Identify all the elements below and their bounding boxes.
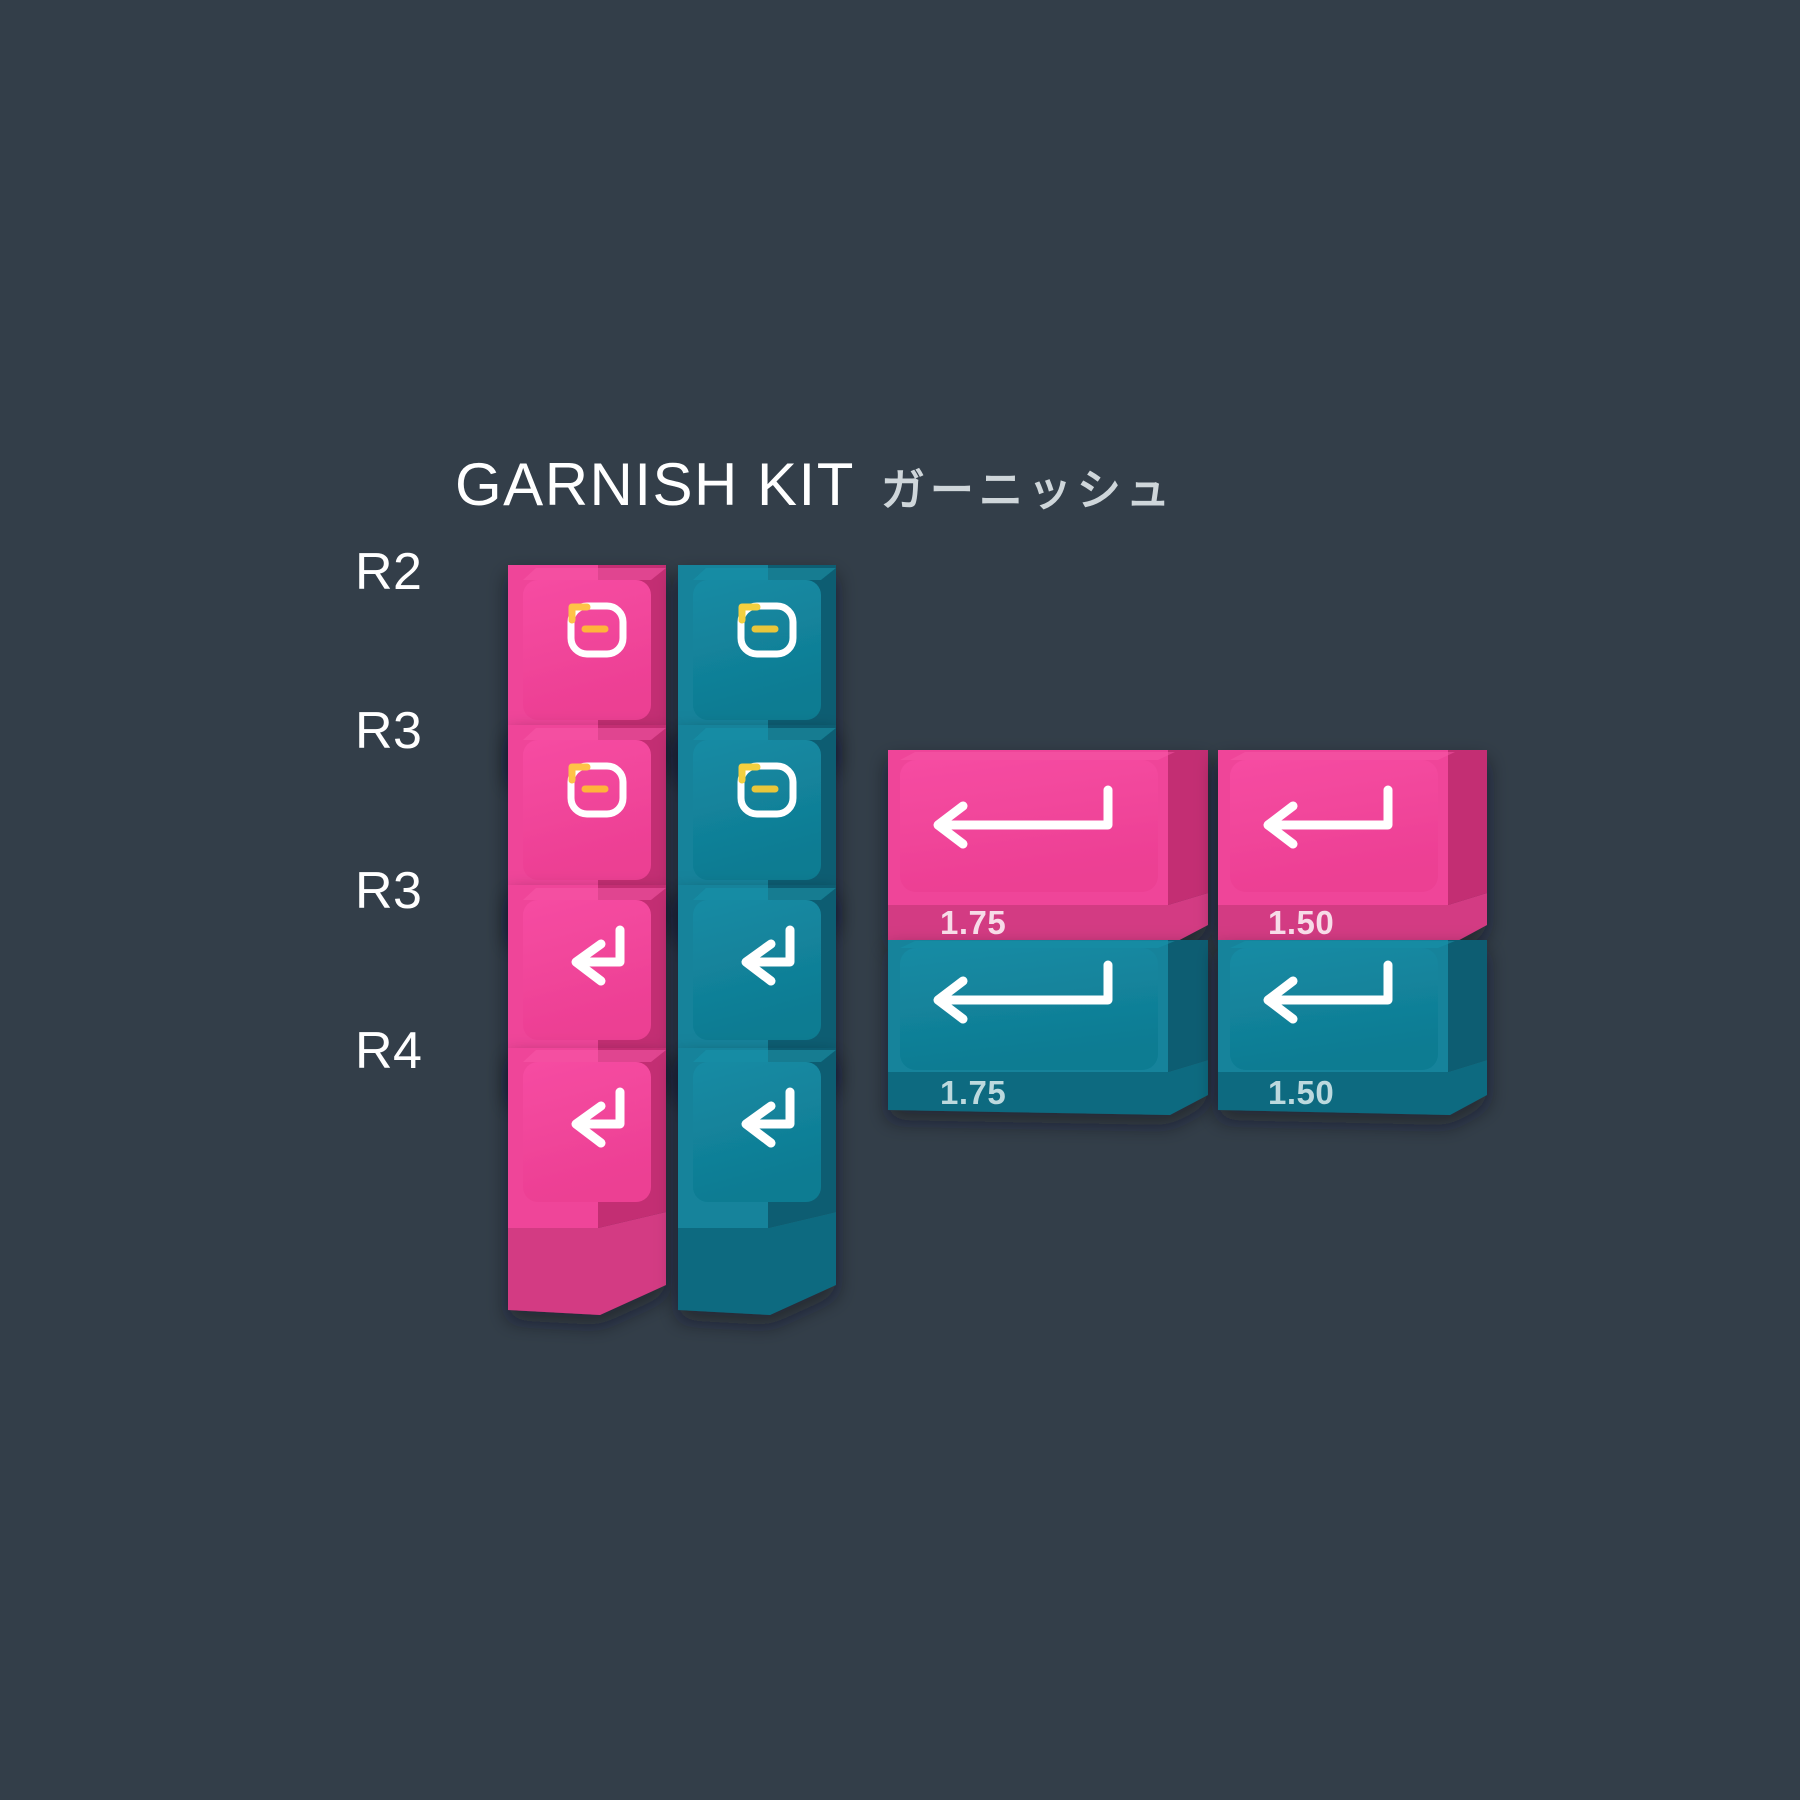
row-label-r3-lower: R3 <box>355 862 423 920</box>
iso-enter-icon-r3-pink <box>567 762 627 818</box>
iso-enter-icon-r2-pink <box>567 602 627 658</box>
keycap-r3-teal-150u[interactable] <box>1218 940 1487 1115</box>
keycap-r3-teal-175u[interactable] <box>888 940 1208 1115</box>
keycap-r3-pink-175u[interactable] <box>888 750 1208 945</box>
enter-arrow-icon-r3-teal-175 <box>933 960 1113 1024</box>
page-title: GARNISH KIT ガーニッシュ <box>455 455 1175 515</box>
enter-arrow-icon-r3-teal-1u <box>741 925 795 986</box>
row-label-r3-upper: R3 <box>355 702 423 760</box>
enter-arrow-icon-r3-pink-150 <box>1263 785 1393 849</box>
keycap-r4-teal-1u[interactable] <box>678 1048 836 1315</box>
iso-enter-icon-r2-teal <box>737 602 797 658</box>
keycap-r4-pink-1u[interactable] <box>508 1048 666 1315</box>
keycap-r3-pink-150u[interactable] <box>1218 750 1487 945</box>
enter-arrow-icon-r3-pink-1u <box>571 925 625 986</box>
row-label-r4: R4 <box>355 1022 423 1080</box>
enter-arrow-icon-r3-pink-175 <box>933 785 1113 849</box>
enter-arrow-icon-r4-pink <box>571 1087 625 1148</box>
row-label-r2: R2 <box>355 543 423 601</box>
enter-arrow-icon-r3-teal-150 <box>1263 960 1393 1024</box>
kit-name: GARNISH KIT <box>455 451 855 518</box>
kit-name-japanese: ガーニッシュ <box>880 465 1175 516</box>
iso-enter-icon-r3-teal <box>737 762 797 818</box>
enter-arrow-icon-r4-teal <box>741 1087 795 1148</box>
